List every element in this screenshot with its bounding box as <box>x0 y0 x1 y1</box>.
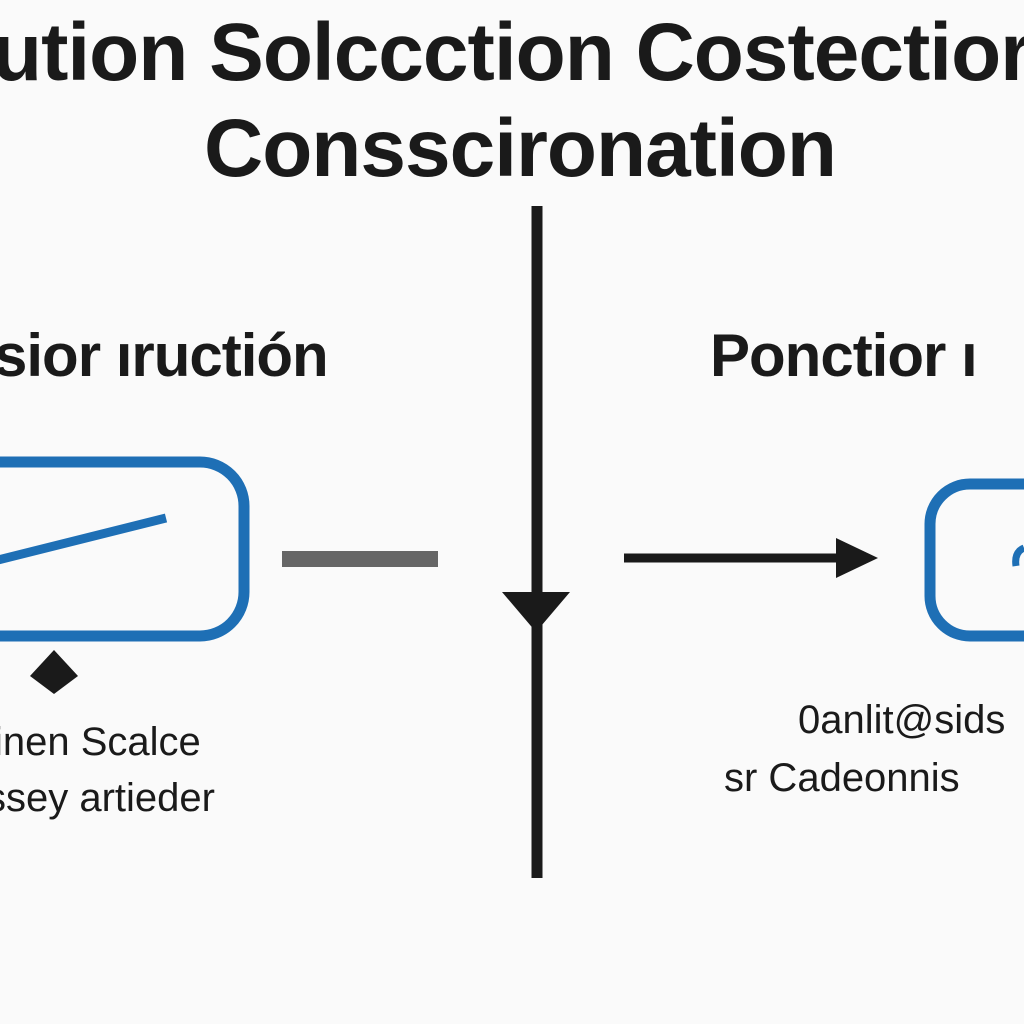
title-line-1: ution Solccction Costectior <box>0 7 1024 98</box>
center-down-arrowhead <box>502 592 570 632</box>
right-arrowhead <box>836 538 878 578</box>
right-box-inner-mark <box>1012 544 1024 567</box>
left-diamond-marker <box>30 650 78 694</box>
left-caption-line-1: inen Scalce <box>0 720 201 764</box>
right-section-heading: Ponctior ı <box>710 322 978 389</box>
left-box-inner-line <box>0 513 168 565</box>
left-caption-line-2: ssey artieder <box>0 776 215 820</box>
left-box <box>0 456 250 642</box>
right-caption-line-1: 0anlit@sids <box>798 698 1006 742</box>
title-line-2: Consscironation <box>204 103 837 194</box>
left-section-heading: sior ıructión <box>0 322 329 389</box>
right-caption-line-2: sr Cadeonnis <box>724 756 960 800</box>
right-box <box>924 478 1024 642</box>
